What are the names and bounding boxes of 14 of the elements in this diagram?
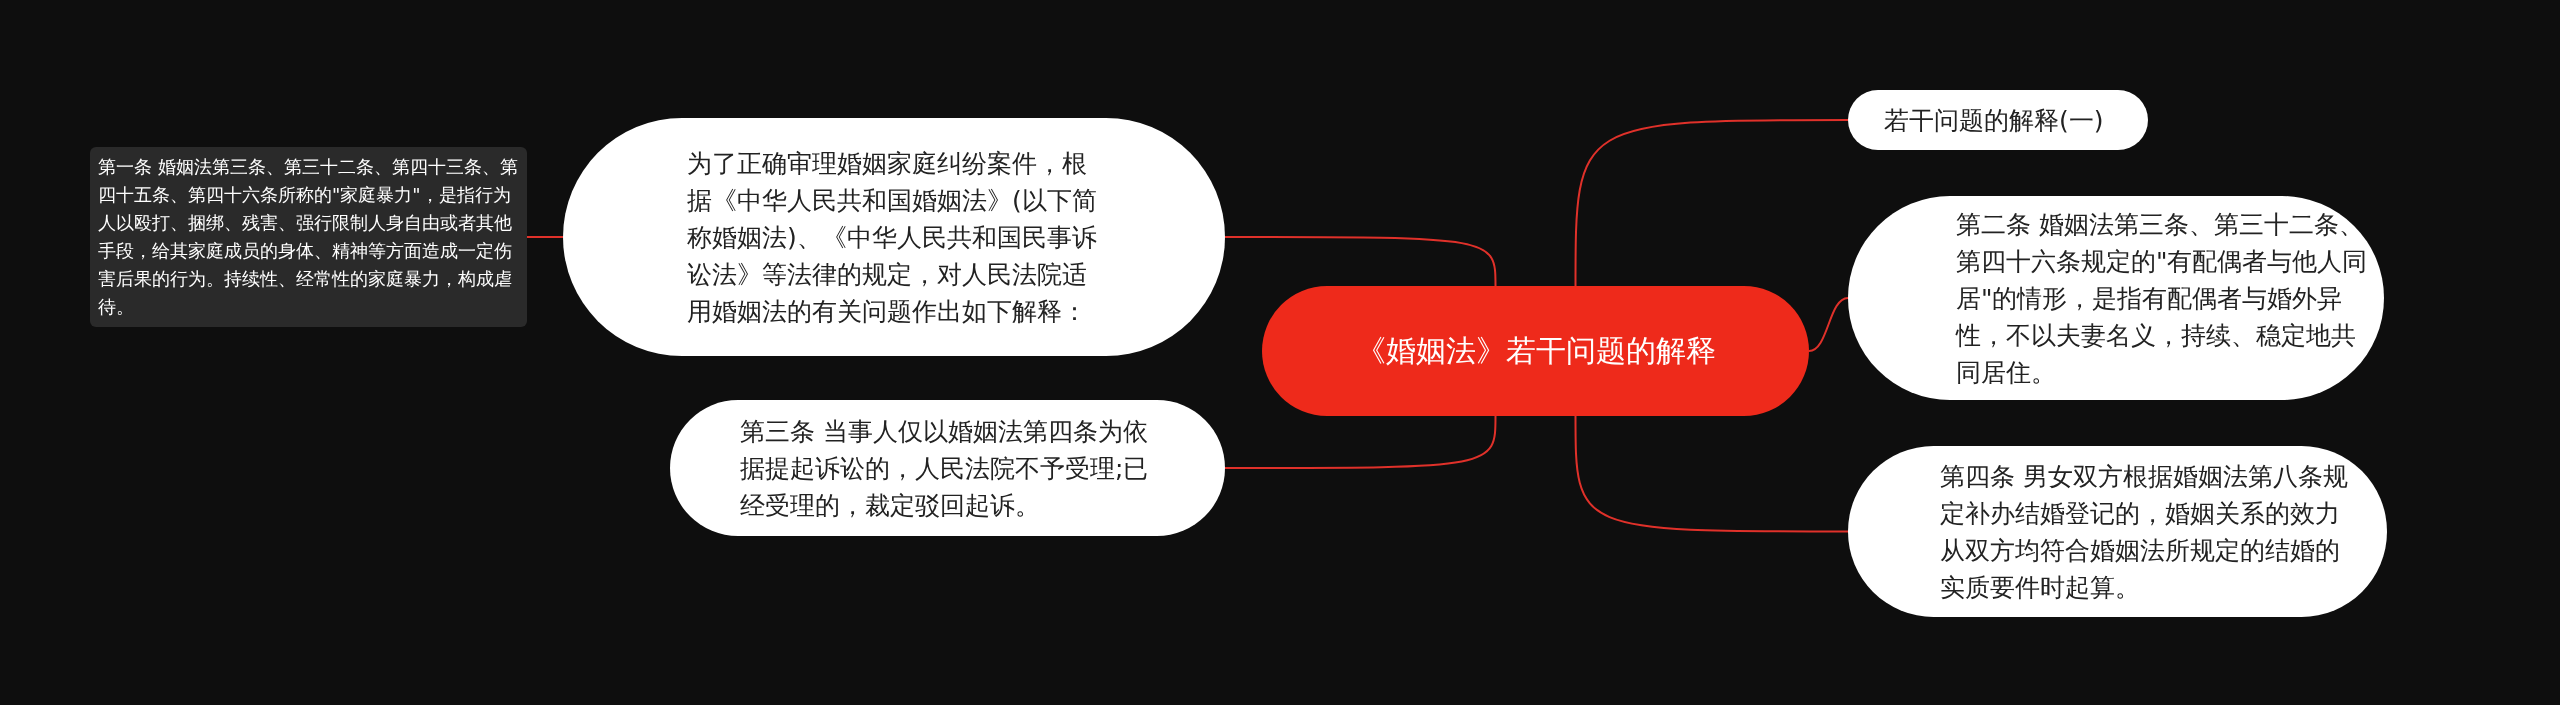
connector-line (1224, 236, 1497, 287)
node-text: 第四条 男女双方根据婚姻法第八条规定补办结婚登记的，婚姻关系的效力从双方均符合婚姻法所规定的结婚的实质要件时起算。 (1940, 460, 2349, 604)
node-text: 为了正确审理婚姻家庭纠纷案件，根据《中华人民共和国婚姻法》(以下简称婚姻法)、《中华人民共和国民事诉讼法》等法律的规定，对人民法院适用婚姻法的有关问题作出如下解释： (687, 147, 1098, 328)
connector-line (1224, 415, 1497, 469)
connector-line (1574, 119, 1849, 287)
node-text: 第三条 当事人仅以婚姻法第四条为依据提起诉讼的，人民法院不予受理;已经受理的，裁定驳回起诉。 (740, 415, 1150, 522)
node-text: 第一条 婚姻法第三条、第三十二条、第四十三条、第四十五条、第四十六条所称的"家庭暴力"，是指行为人以殴打、捆绑、残害、强行限制人身自由或者其他手段，给其家庭成员的身体、精神等方面造成一定伤害后果的行为。持续性、经常性的家庭暴力，构成虐待。 (98, 155, 518, 319)
connector-line (526, 236, 564, 238)
connector-line (1808, 297, 1849, 352)
connector-line (1574, 415, 1849, 533)
node-text: 《婚姻法》若干问题的解释 (1354, 332, 1717, 370)
node-text: 第二条 婚姻法第三条、第三十二条、第四十六条规定的"有配偶者与他人同居"的情形，是指有配偶者与婚外异性，不以夫妻名义，持续、稳定地共同居住。 (1956, 208, 2369, 389)
topic-bubble (1848, 90, 2148, 150)
node-text: 若干问题的解释(一) (1884, 104, 2105, 137)
